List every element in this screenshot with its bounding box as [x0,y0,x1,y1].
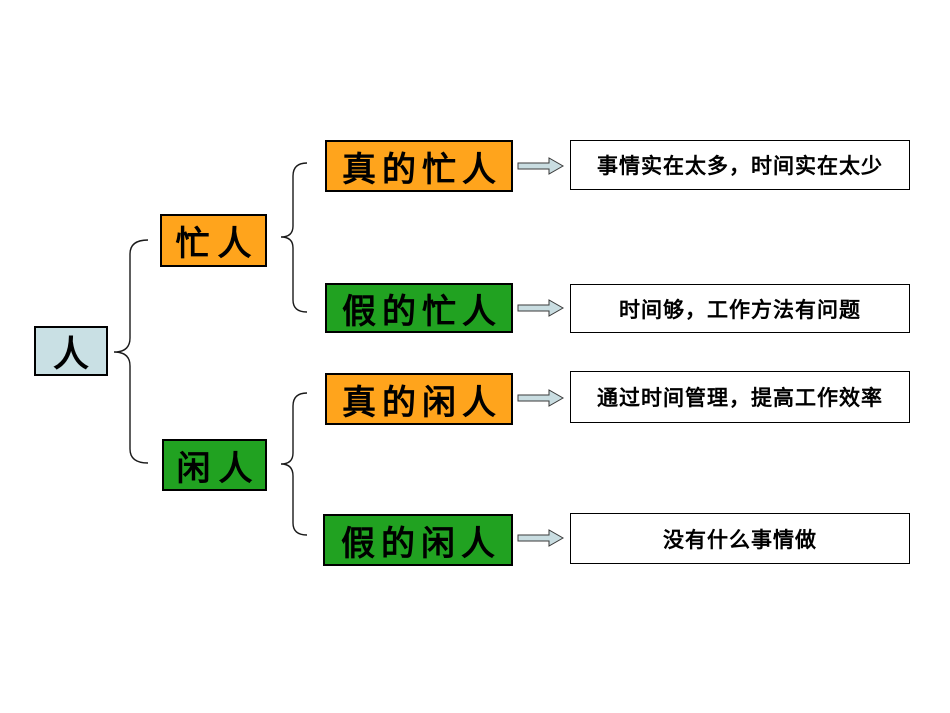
leaf-box-fake-idle: 假的闲人 [323,514,513,566]
right-arrow-icon [517,157,565,175]
leaf-box-true-busy: 真的忙人 [325,140,513,192]
note-box-fake-idle: 没有什么事情做 [570,513,910,564]
note-box-true-idle: 通过时间管理，提高工作效率 [570,371,910,423]
leaf-box-true-idle: 真的闲人 [325,373,513,425]
root-box-person: 人 [34,326,108,376]
right-arrow-icon [517,529,565,547]
branch-box-busy: 忙人 [160,214,267,267]
leaf-box-fake-busy: 假的忙人 [325,283,513,333]
branch-box-idle: 闲人 [162,439,267,491]
brace-busy [280,162,308,313]
right-arrow-icon [517,299,565,317]
note-box-true-busy: 事情实在太多，时间实在太少 [570,140,910,190]
note-box-fake-busy: 时间够，工作方法有问题 [570,284,910,333]
right-arrow-icon [517,389,565,407]
brace-root [113,239,149,464]
brace-idle [280,392,308,536]
